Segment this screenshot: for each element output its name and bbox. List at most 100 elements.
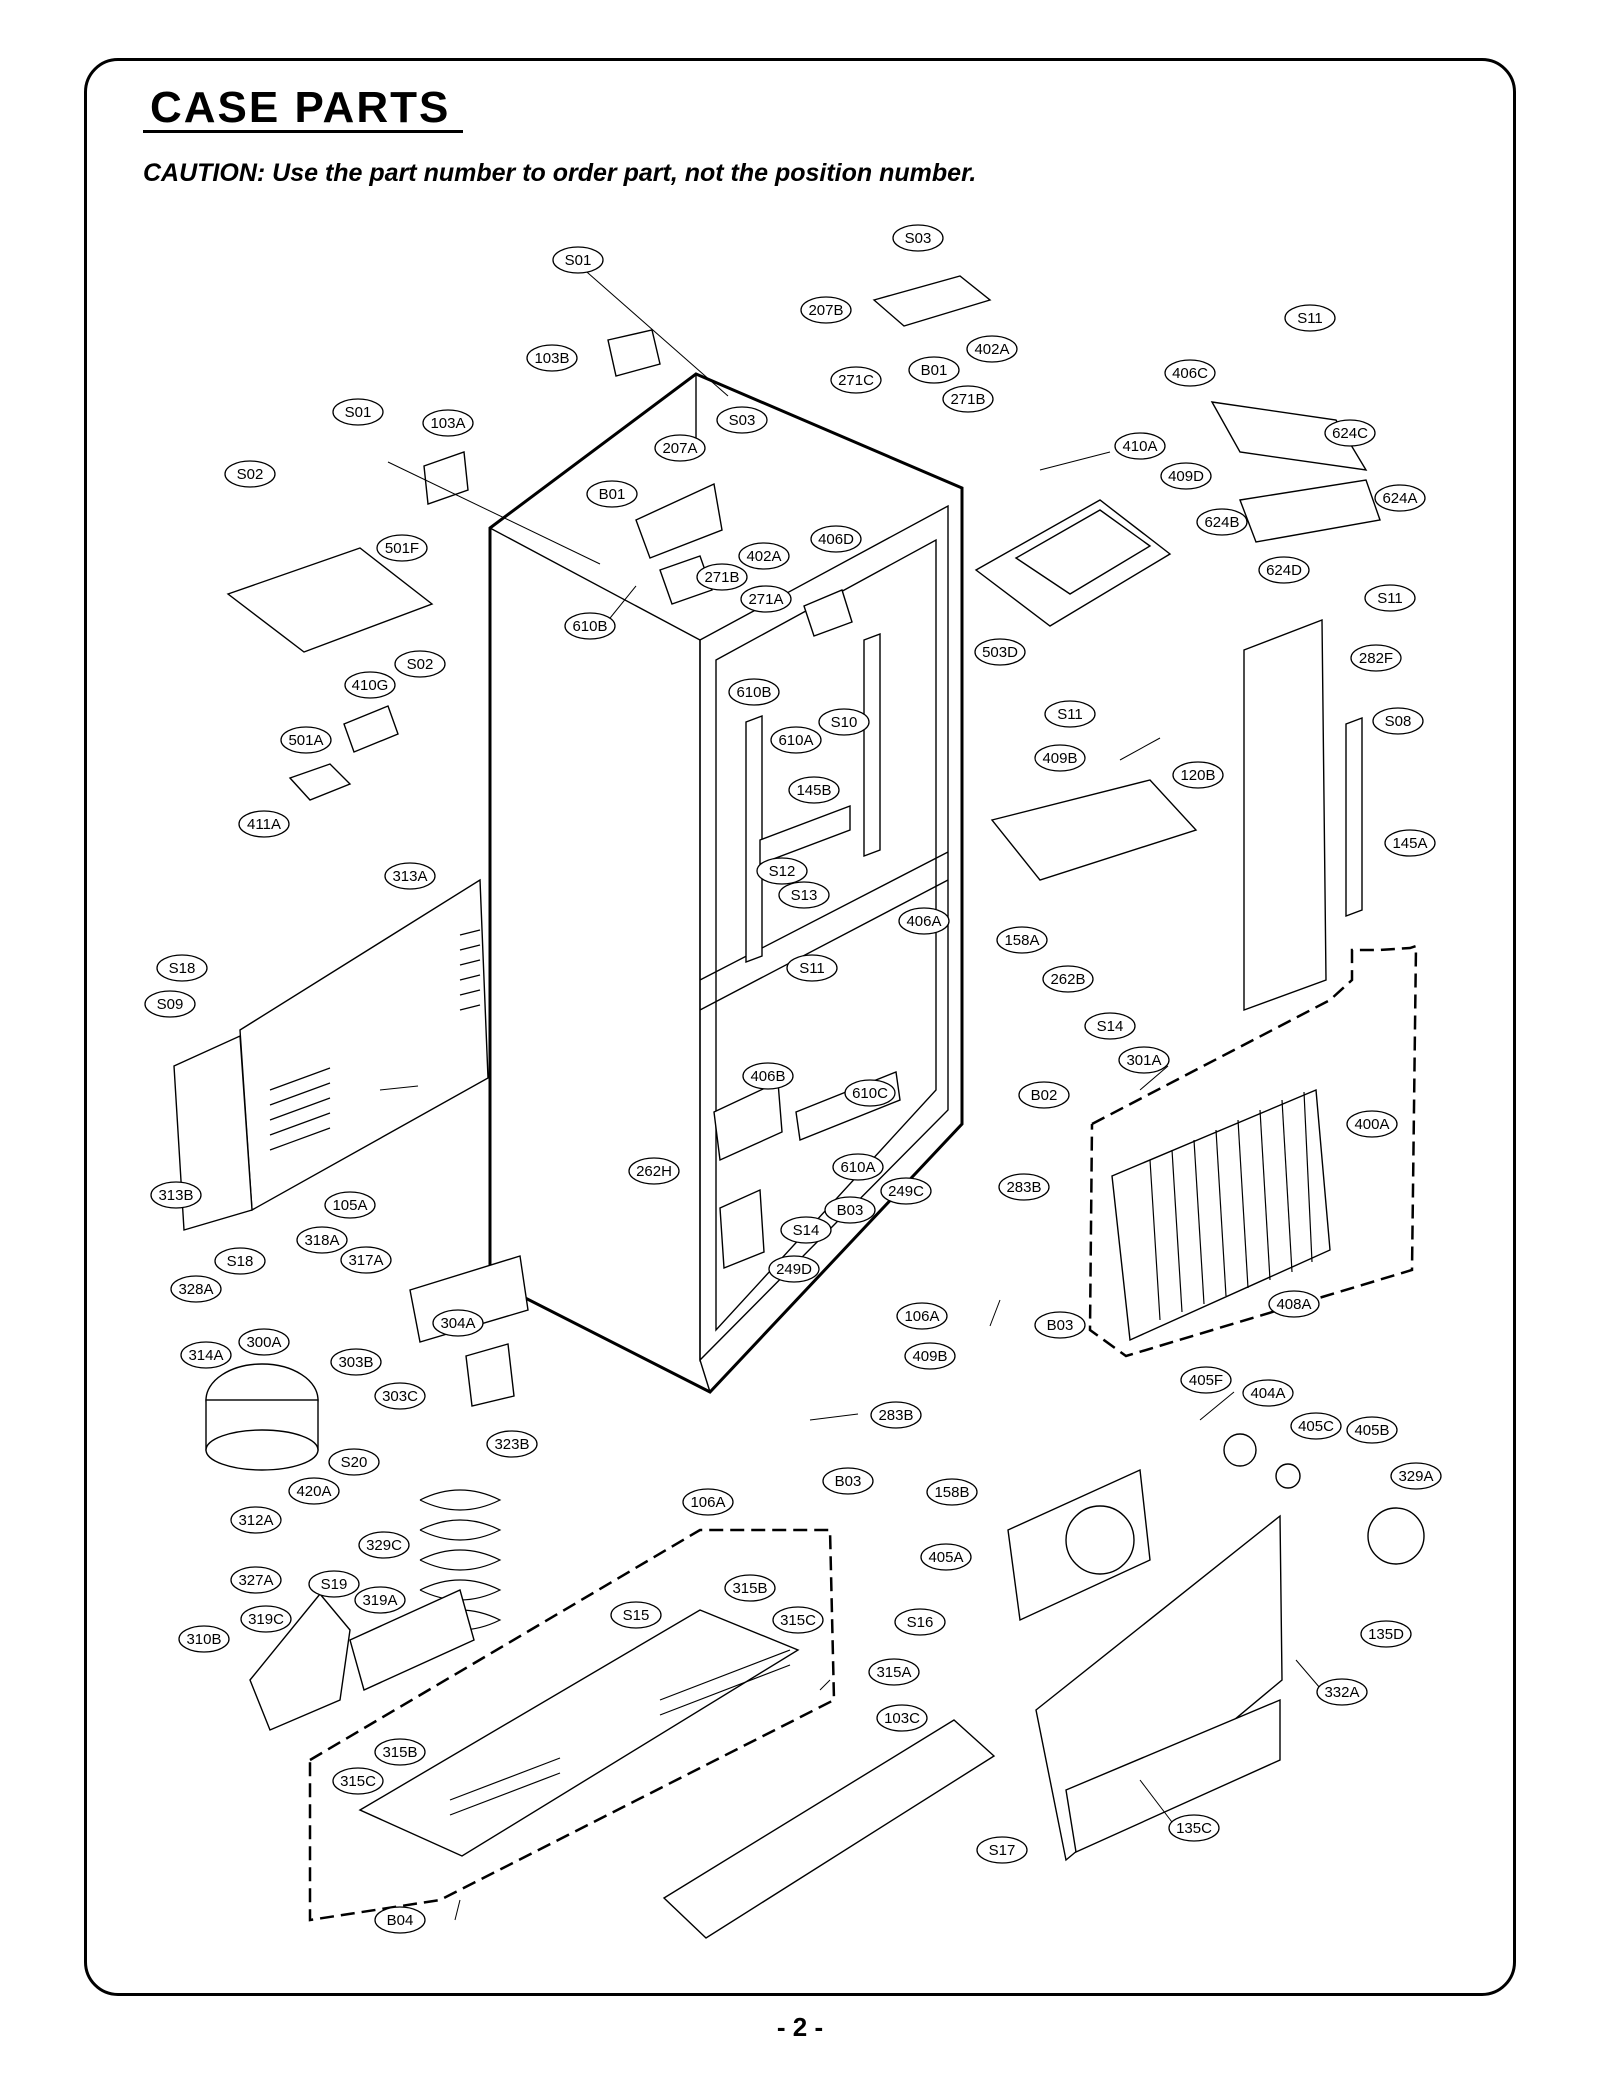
callout-bubble <box>716 406 768 434</box>
callout-bubble <box>832 1153 884 1181</box>
callout-bubble <box>1242 1379 1294 1407</box>
callout-bubble <box>156 954 208 982</box>
part-number-label: 409B <box>1042 750 1077 767</box>
callout-b03-mid: B03 <box>824 1196 876 1224</box>
callout-bubble <box>238 1328 290 1356</box>
part-number-label: 282F <box>1359 650 1393 667</box>
page-number: - 2 - <box>776 2012 824 2042</box>
callout-s03-mid: S03 <box>716 406 768 434</box>
callout-329c: 329C <box>358 1531 410 1559</box>
callout-s17: S17 <box>976 1836 1028 1864</box>
part-number-label: 410G <box>352 677 389 694</box>
callout-262b: 262B <box>1042 965 1094 993</box>
callout-bubble <box>772 1606 824 1634</box>
callout-s15: S15 <box>610 1601 662 1629</box>
part-number-label: 315C <box>780 1612 816 1629</box>
callout-bubble <box>432 1309 484 1337</box>
callout-bubble <box>280 726 332 754</box>
callout-bubble <box>876 1704 928 1732</box>
title-underline <box>143 130 463 133</box>
part-number-label: S11 <box>1057 706 1083 723</box>
callout-s13: S13 <box>778 881 830 909</box>
page-title: CASE PARTS <box>150 83 451 132</box>
part-number-label: 271B <box>704 569 739 586</box>
callout-bubble <box>800 296 852 324</box>
callout-bubble <box>1384 829 1436 857</box>
part-number-label: 624C <box>1332 425 1368 442</box>
callout-bubble <box>654 434 706 462</box>
callout-bubble <box>610 1601 662 1629</box>
part-number-label: B01 <box>599 486 626 503</box>
callout-bubble <box>682 1488 734 1516</box>
callout-624a: 624A <box>1374 484 1426 512</box>
top-cover-parts <box>226 275 992 801</box>
callout-bubble <box>170 1275 222 1303</box>
callout-bubble <box>926 1478 978 1506</box>
part-number-label: 610B <box>572 618 607 635</box>
part-number-label: 106A <box>904 1308 939 1325</box>
callout-bubble <box>942 385 994 413</box>
callout-bubble <box>288 1477 340 1505</box>
upper-right-assemblies <box>974 401 1381 1012</box>
callout-bubble <box>376 534 428 562</box>
part-number-label: B03 <box>1047 1317 1074 1334</box>
callout-bubble <box>230 1566 282 1594</box>
part-number-label: S11 <box>1377 590 1403 607</box>
part-number-label: 300A <box>246 1334 281 1351</box>
callout-bubble <box>1360 1620 1412 1648</box>
part-number-label: 135D <box>1368 1626 1404 1643</box>
callout-314a: 314A <box>180 1341 232 1369</box>
callout-105a: 105A <box>324 1191 376 1219</box>
part-number-label: 624B <box>1204 514 1239 531</box>
callout-s11-right: S11 <box>1364 584 1416 612</box>
part-number-label: 402A <box>746 548 781 565</box>
callout-bubble <box>786 954 838 982</box>
callout-bubble <box>1290 1412 1342 1440</box>
callout-405f: 405F <box>1180 1366 1232 1394</box>
part-number-label: 301A <box>1126 1052 1161 1069</box>
part-number-label: 262H <box>636 1163 672 1180</box>
part-number-label: 271B <box>950 391 985 408</box>
callout-120b: 120B <box>1172 761 1224 789</box>
callout-bubble <box>1316 1678 1368 1706</box>
part-number-label: 329C <box>366 1537 402 1554</box>
part-number-label: 158A <box>1004 932 1039 949</box>
callout-624c: 624C <box>1324 419 1376 447</box>
callout-bubble <box>996 926 1048 954</box>
callout-bubble <box>394 650 446 678</box>
callout-bubble <box>1164 359 1216 387</box>
callout-bubble <box>740 585 792 613</box>
part-number-label: 319C <box>248 1611 284 1628</box>
callout-bubble <box>180 1341 232 1369</box>
callout-406c: 406C <box>1164 359 1216 387</box>
callout-bubble <box>1350 644 1402 672</box>
callout-b02: B02 <box>1018 1081 1070 1109</box>
callout-bubble <box>998 1173 1050 1201</box>
callout-bubble <box>1258 556 1310 584</box>
callout-319a: 319A <box>354 1586 406 1614</box>
part-number-label: 303B <box>338 1354 373 1371</box>
callout-106a-right: 106A <box>896 1302 948 1330</box>
part-number-label: B03 <box>837 1202 864 1219</box>
callout-103a: 103A <box>422 409 474 437</box>
callout-bubble <box>892 224 944 252</box>
part-number-label: S16 <box>907 1614 934 1631</box>
callout-s18-top: S18 <box>156 954 208 982</box>
callout-s14-low: S14 <box>780 1216 832 1244</box>
callout-624d: 624D <box>1258 556 1310 584</box>
callout-s01-top: S01 <box>552 246 604 274</box>
part-number-label: 249D <box>776 1261 812 1278</box>
callout-s12: S12 <box>756 857 808 885</box>
callout-b03-right: B03 <box>1034 1311 1086 1339</box>
callout-332a: 332A <box>1316 1678 1368 1706</box>
callout-bubble <box>1118 1046 1170 1074</box>
callout-bubble <box>628 1157 680 1185</box>
callout-402a-top: 402A <box>966 335 1018 363</box>
callout-bubble <box>904 1342 956 1370</box>
callout-406a: 406A <box>898 907 950 935</box>
part-number-label: 315C <box>340 1773 376 1790</box>
callout-s19: S19 <box>308 1570 360 1598</box>
callout-bubble <box>1180 1366 1232 1394</box>
part-number-label: 404A <box>1250 1385 1285 1402</box>
